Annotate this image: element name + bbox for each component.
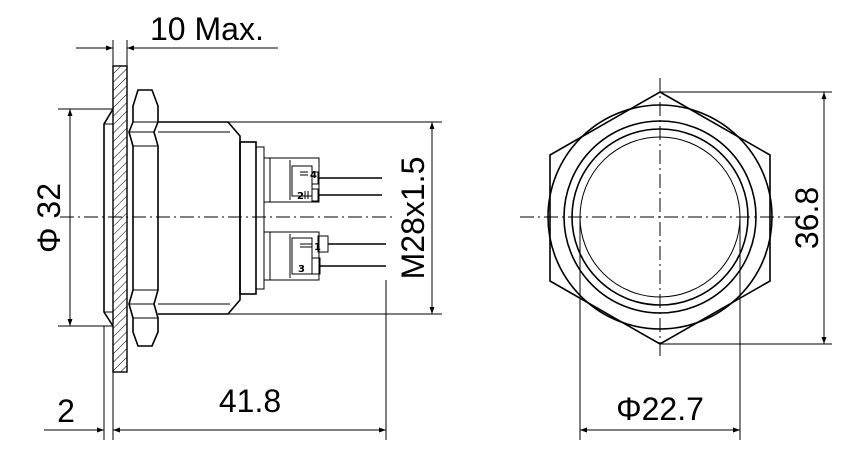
- side-view: 4 2 1 3 10 Max. Φ: [31, 11, 442, 440]
- terminal-housing-bottom: [263, 231, 320, 281]
- bezel-head: [103, 108, 114, 327]
- rear-plate: [255, 146, 265, 290]
- dim-diameter-outer: Φ 32: [31, 183, 67, 253]
- hex-nut: [128, 89, 159, 347]
- pin-label-1: 1: [314, 242, 321, 253]
- dim-body-length: 41.8: [219, 383, 281, 419]
- terminal-housing-top: [263, 157, 320, 203]
- dim-thread: M28x1.5: [395, 157, 431, 280]
- rear-block: [239, 141, 257, 295]
- mounting-panel: [112, 65, 128, 373]
- dim-bezel-thickness: 2: [57, 393, 75, 429]
- pin-label-3: 3: [298, 264, 305, 275]
- terminal-bottom: 1 3: [263, 231, 386, 281]
- dim-hex-across-corners: 36.8: [789, 187, 825, 249]
- front-view: 36.8 Φ22.7: [520, 78, 832, 440]
- threaded-body: [158, 121, 241, 315]
- pin-2-contact: [311, 188, 319, 202]
- pin-label-2: 2: [297, 191, 304, 202]
- dim-diameter-inner: Φ22.7: [616, 391, 704, 427]
- pin-label-4: 4: [310, 170, 317, 181]
- terminal-top: 4 2: [263, 157, 382, 203]
- dim-max-depth: 10 Max.: [150, 11, 264, 47]
